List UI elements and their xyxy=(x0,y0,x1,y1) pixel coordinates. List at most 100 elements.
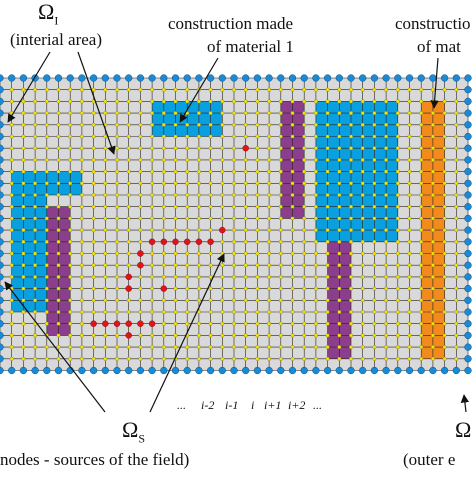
inner-node xyxy=(173,216,178,221)
inner-node xyxy=(442,239,447,244)
material2-cell xyxy=(280,101,293,114)
inner-node xyxy=(337,310,342,314)
boundary-node xyxy=(0,238,4,246)
inner-node xyxy=(79,274,84,279)
inner-node xyxy=(407,157,412,162)
inner-node xyxy=(267,333,272,338)
inner-node xyxy=(384,146,389,151)
inner-node xyxy=(407,263,412,268)
inner-node xyxy=(384,239,389,244)
inner-node xyxy=(384,111,389,116)
inner-node xyxy=(337,263,342,268)
inner-node xyxy=(337,321,342,326)
boundary-node xyxy=(464,238,472,246)
inner-node xyxy=(21,134,26,139)
inner-node xyxy=(44,169,49,174)
inner-node xyxy=(56,181,61,186)
material1-cell xyxy=(23,241,36,254)
inner-node xyxy=(243,193,248,197)
inner-node xyxy=(208,274,213,279)
inner-node xyxy=(9,87,14,92)
inner-node xyxy=(33,216,38,221)
inner-node xyxy=(267,111,272,116)
inner-node xyxy=(56,204,61,209)
inner-node xyxy=(278,251,283,256)
inner-node xyxy=(196,333,201,338)
inner-node xyxy=(33,298,38,303)
source-node xyxy=(195,238,203,246)
inner-node xyxy=(126,228,131,233)
inner-node xyxy=(185,263,190,268)
inner-node xyxy=(243,298,248,303)
inner-node xyxy=(91,310,96,314)
inner-node xyxy=(243,251,248,256)
inner-node xyxy=(302,251,307,256)
material1-cell xyxy=(315,206,328,219)
inner-node xyxy=(337,228,342,233)
inner-node xyxy=(9,122,14,127)
inner-node xyxy=(220,345,225,350)
material3-cell xyxy=(432,195,445,207)
inner-node xyxy=(290,181,295,186)
inner-node xyxy=(372,228,377,233)
inner-node xyxy=(419,345,424,350)
inner-node xyxy=(278,216,283,221)
boundary-node xyxy=(183,366,191,375)
boundary-node xyxy=(101,366,109,375)
inner-node xyxy=(419,204,424,209)
inner-node xyxy=(407,321,412,326)
inner-node xyxy=(220,263,225,268)
inner-node xyxy=(407,99,412,104)
inner-node xyxy=(138,134,143,139)
inner-node xyxy=(68,345,73,350)
inner-node xyxy=(185,286,190,291)
inner-node xyxy=(44,251,49,256)
inner-node xyxy=(302,321,307,326)
inner-node xyxy=(419,239,424,244)
material3-cell xyxy=(432,230,445,242)
material1-cell xyxy=(315,101,328,114)
inner-node xyxy=(138,157,143,162)
inner-node xyxy=(407,239,412,244)
inner-node xyxy=(325,286,330,291)
boundary-node xyxy=(0,273,4,281)
material1-cell xyxy=(386,159,398,172)
boundary-node xyxy=(230,74,238,82)
inner-node xyxy=(407,181,412,186)
boundary-node xyxy=(171,74,180,82)
inner-node xyxy=(68,204,73,209)
inner-node xyxy=(255,146,260,151)
inner-node xyxy=(126,122,131,127)
inner-node xyxy=(407,193,412,197)
inner-node xyxy=(419,134,424,139)
inner-node xyxy=(407,204,412,209)
inner-node xyxy=(395,333,400,338)
material1-cell xyxy=(339,136,351,149)
inner-node xyxy=(56,345,61,350)
inner-node xyxy=(79,146,84,151)
inner-node xyxy=(442,298,447,303)
inner-node xyxy=(103,181,108,186)
material1-cell xyxy=(163,113,176,125)
inner-node xyxy=(173,157,178,162)
inner-node xyxy=(9,239,14,244)
material1-cell xyxy=(351,195,363,207)
inner-node xyxy=(220,99,225,104)
material1-cell xyxy=(339,183,351,195)
boundary-node xyxy=(464,331,472,340)
boundary-node xyxy=(0,156,4,164)
inner-node xyxy=(395,251,400,256)
inner-node xyxy=(44,99,49,104)
inner-node xyxy=(196,286,201,291)
inner-node xyxy=(278,122,283,127)
inner-node xyxy=(278,111,283,116)
inner-node xyxy=(349,134,353,139)
inner-node xyxy=(442,181,447,186)
inner-node xyxy=(161,274,166,279)
material1-cell xyxy=(362,136,375,149)
inner-node xyxy=(208,333,213,338)
boundary-node xyxy=(195,74,203,82)
material3-cell xyxy=(432,136,445,149)
inner-node xyxy=(360,345,365,350)
material1-cell xyxy=(23,288,36,301)
